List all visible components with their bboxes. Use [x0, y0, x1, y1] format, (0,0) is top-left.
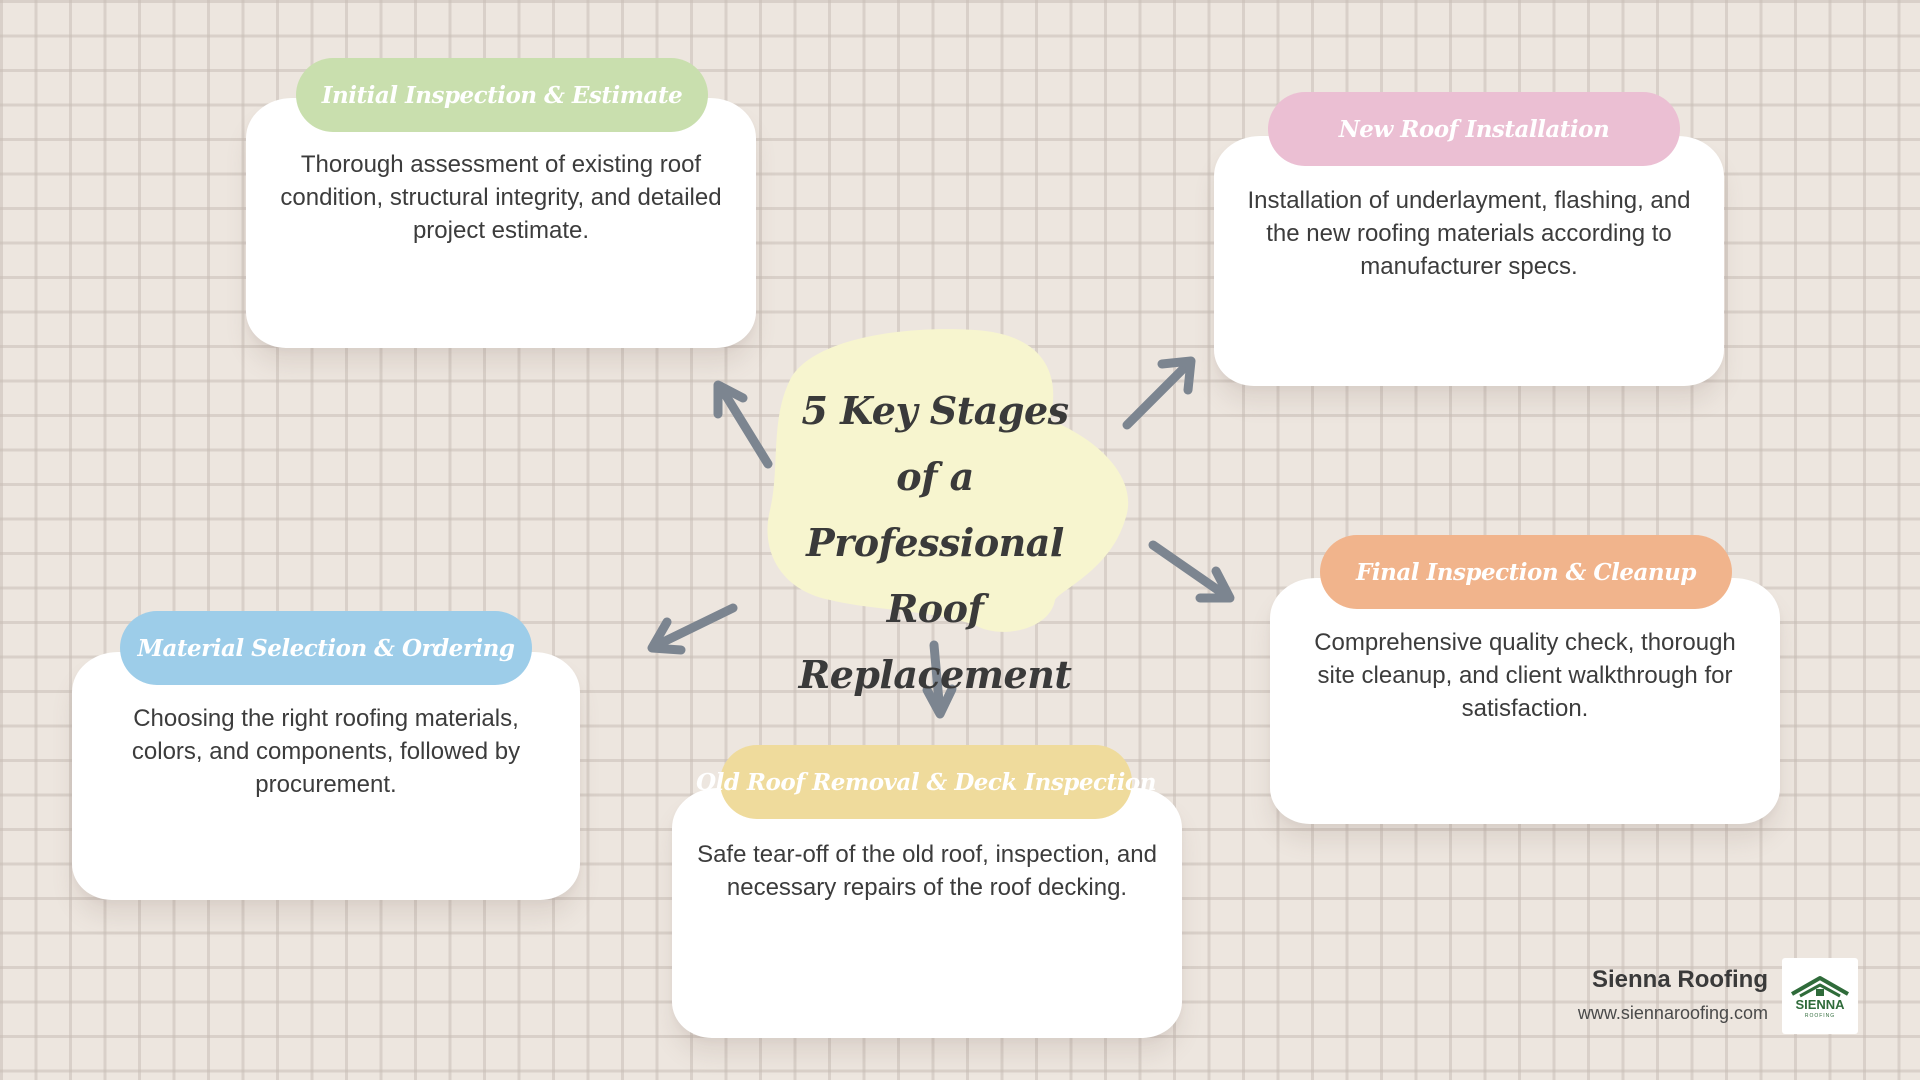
arrow-to-final-inspection — [1148, 540, 1235, 603]
stage-label-initial-inspection: Initial Inspection & Estimate — [296, 58, 708, 132]
stage-description: Thorough assessment of existing roof con… — [280, 151, 722, 244]
company-url[interactable]: www.siennaroofing.com — [1577, 1003, 1768, 1023]
stage-label-text: Final Inspection & Cleanup — [1356, 558, 1696, 586]
stage-description: Choosing the right roofing materials, co… — [131, 705, 521, 798]
arrow-to-initial-inspection — [713, 380, 773, 469]
company-name: Sienna Roofing — [1592, 966, 1768, 993]
stage-card-material-selection: Choosing the right roofing materials, co… — [72, 652, 580, 900]
diagram-title: 5 Key Stages of a Professional Roof Repl… — [798, 388, 1072, 697]
logo-text-main: SIENNA — [1795, 997, 1845, 1012]
stage-card-new-roof-installation: Installation of underlayment, flashing, … — [1214, 136, 1724, 386]
stage-card-initial-inspection: Thorough assessment of existing roof con… — [246, 98, 756, 348]
company-logo: SIENNA ROOFING — [1782, 958, 1858, 1034]
stage-label-old-roof-removal: Old Roof Removal & Deck Inspection — [696, 745, 1156, 819]
stage-label-final-inspection: Final Inspection & Cleanup — [1320, 535, 1732, 609]
stage-label-text: Old Roof Removal & Deck Inspection — [696, 768, 1156, 796]
stage-label-new-roof-installation: New Roof Installation — [1268, 92, 1680, 166]
logo-text-sub: ROOFING — [1805, 1013, 1835, 1019]
arrow-to-new-roof-installation — [1122, 356, 1196, 430]
stage-card-old-roof-removal: Safe tear-off of the old roof, inspectio… — [672, 788, 1182, 1038]
roof-logo-icon: SIENNA ROOFING — [1791, 976, 1849, 1019]
stage-description: Installation of underlayment, flashing, … — [1247, 187, 1691, 280]
stage-card-final-inspection: Comprehensive quality check, thorough si… — [1270, 578, 1780, 824]
arrow-to-material-selection — [647, 603, 738, 655]
stage-description: Comprehensive quality check, thorough si… — [1314, 629, 1736, 722]
stage-label-text: New Roof Installation — [1338, 115, 1610, 143]
stage-label-text: Initial Inspection & Estimate — [321, 81, 683, 109]
stage-label-text: Material Selection & Ordering — [137, 634, 515, 662]
stage-label-material-selection: Material Selection & Ordering — [120, 611, 532, 685]
stage-description: Safe tear-off of the old roof, inspectio… — [697, 841, 1157, 901]
